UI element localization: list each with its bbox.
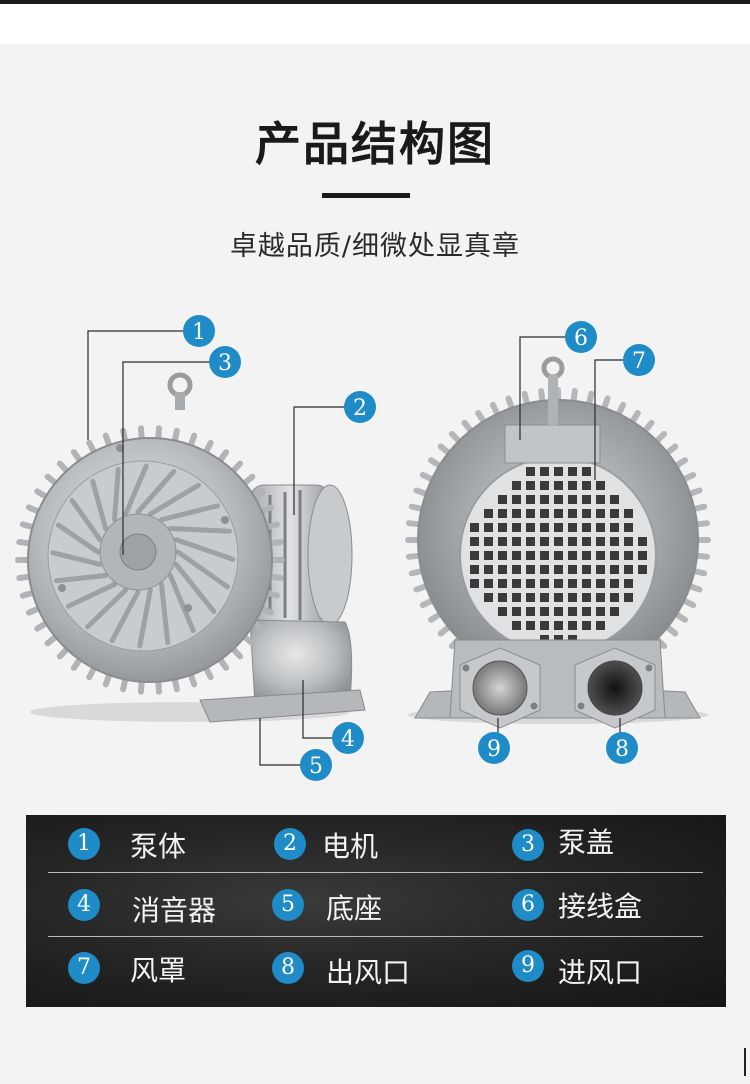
callout-lines [87,330,623,766]
svg-text:7: 7 [632,349,646,374]
legend-label-1: 泵体 [130,830,187,863]
legend-row-1: 1 泵体 2 电机 3 泵盖 [26,815,726,879]
legend-badge-5: 5 [272,889,304,921]
svg-text:5: 5 [309,754,323,779]
legend-label-7: 风罩 [130,954,187,987]
callout-badge-8: 8 [606,732,638,764]
legend-badge-2: 2 [274,828,306,860]
svg-text:6: 6 [574,326,588,351]
legend-badge-3: 3 [512,829,544,861]
callout-badge-6: 6 [565,321,597,353]
legend-badge-4: 4 [68,889,100,921]
callout-badge-4: 4 [332,722,364,754]
corner-mark [744,1048,746,1076]
legend-label-4: 消音器 [132,894,217,927]
legend-badge-6: 6 [512,889,544,921]
product-structure-diagram: 1 3 2 4 5 6 7 9 8 [15,315,711,781]
svg-text:3: 3 [218,351,232,376]
legend-row-3: 7 风罩 8 出风口 9 进风口 [26,939,726,1003]
legend-badge-8: 8 [272,952,304,984]
svg-text:2: 2 [353,396,367,421]
callout-badge-2: 2 [344,391,376,423]
left-blower-illustration [15,372,366,723]
parts-legend: 1 泵体 2 电机 3 泵盖 4 消音器 5 底座 6 接线盒 7 风罩 [26,815,726,1007]
legend-divider-1 [48,872,703,873]
svg-text:8: 8 [615,737,629,762]
title-underline [322,193,410,198]
callout-badge-5: 5 [300,749,332,781]
legend-badge-9: 9 [512,950,544,982]
callout-badge-9: 9 [478,732,510,764]
legend-row-2: 4 消音器 5 底座 6 接线盒 [26,875,726,939]
top-band [0,4,750,44]
page-subtitle: 卓越品质/细微处显真章 [229,231,521,262]
right-blower-illustration [405,356,711,729]
legend-label-9: 进风口 [558,956,643,989]
svg-text:4: 4 [341,727,355,752]
legend-divider-2 [48,936,703,937]
legend-label-6: 接线盒 [558,890,643,923]
legend-label-8: 出风口 [326,956,411,989]
legend-badge-7: 7 [68,952,100,984]
page-title: 产品结构图 [255,117,495,171]
svg-text:1: 1 [192,320,206,345]
callout-badge-7: 7 [623,344,655,376]
legend-label-5: 底座 [326,892,383,925]
legend-label-3: 泵盖 [558,826,615,859]
top-border [0,0,750,4]
legend-label-2: 电机 [322,830,379,863]
callout-badge-3: 3 [209,346,241,378]
svg-text:9: 9 [487,737,501,762]
legend-badge-1: 1 [68,828,100,860]
callout-badge-1: 1 [183,315,215,347]
